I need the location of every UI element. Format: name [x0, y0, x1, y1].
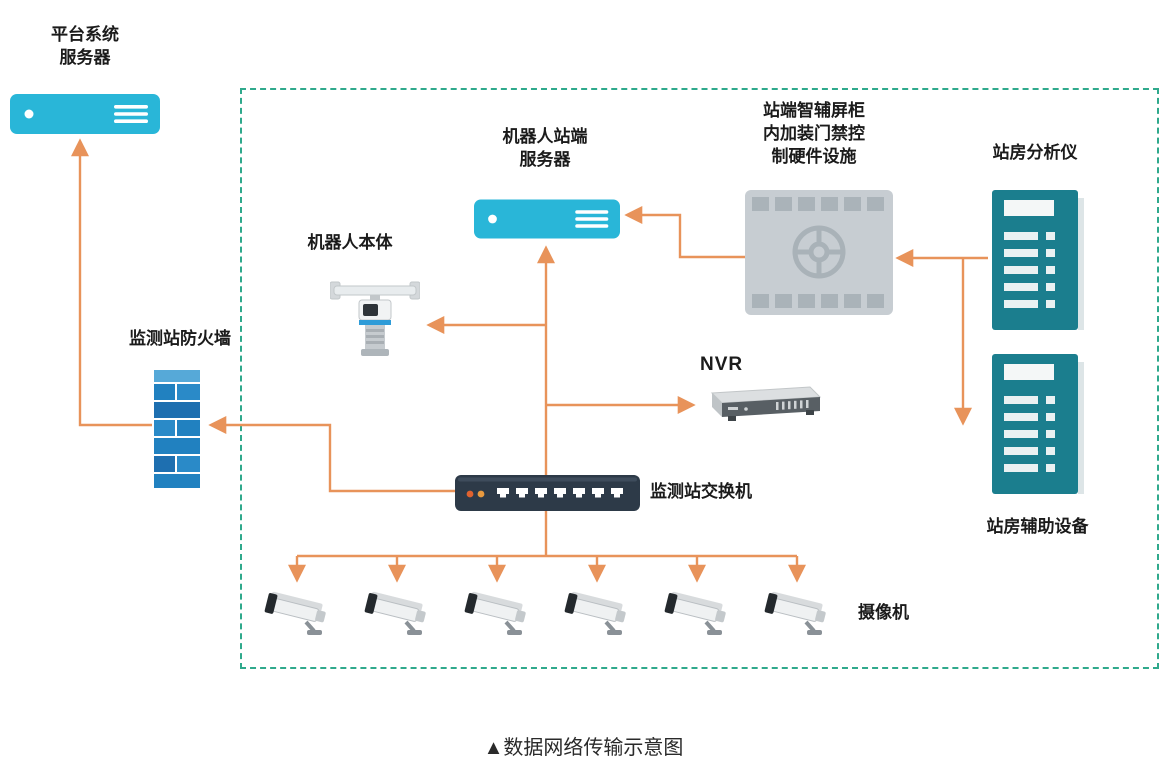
- auxiliary-label: 站房辅助设备: [986, 517, 1089, 536]
- firewall-node: [152, 368, 202, 490]
- switch-node: [455, 475, 640, 511]
- nvr-label: NVR: [700, 354, 744, 375]
- cabinet-label: 站端智辅屏柜 内加装门禁控 制硬件设施: [763, 101, 865, 166]
- camera-node: [362, 586, 432, 641]
- camera-icon: [662, 586, 732, 641]
- cabinet-panel-icon: [745, 190, 893, 315]
- firewall-brick-icon: [152, 368, 202, 490]
- camera-node: [562, 586, 632, 641]
- server-icon: [474, 198, 620, 240]
- camera-icon: [462, 586, 532, 641]
- camera-node: [662, 586, 732, 641]
- analyzer-label: 站房分析仪: [992, 143, 1078, 162]
- switch-label: 监测站交换机: [650, 482, 752, 501]
- nvr-node: [698, 383, 823, 428]
- auxiliary-node: [990, 352, 1085, 497]
- robot-server-label: 机器人站端 服务器: [502, 127, 588, 169]
- camera-icon: [762, 586, 832, 641]
- camera-icon: [262, 586, 332, 641]
- nvr-icon: [698, 383, 823, 428]
- station-boundary-box: [240, 88, 1159, 669]
- camera-icon: [362, 586, 432, 641]
- camera-icon: [562, 586, 632, 641]
- robot-body-label: 机器人本体: [307, 233, 393, 252]
- server-icon: [10, 94, 160, 134]
- platform-server-node: [10, 94, 160, 134]
- camera-node: [762, 586, 832, 641]
- analyzer-node: [990, 188, 1085, 333]
- equipment-rack-icon: [990, 352, 1085, 497]
- network-switch-icon: [455, 475, 640, 511]
- platform-server-label: 平台系统 服务器: [51, 25, 119, 67]
- camera-node: [462, 586, 532, 641]
- firewall-label: 监测站防火墙: [129, 329, 231, 348]
- camera-node: [262, 586, 332, 641]
- robot-body-node: [330, 266, 420, 366]
- cabinet-node: [745, 190, 893, 315]
- diagram-caption: ▲数据网络传输示意图: [483, 737, 684, 759]
- equipment-rack-icon: [990, 188, 1085, 333]
- robot-server-node: [474, 198, 620, 240]
- robot-icon: [330, 266, 420, 366]
- cameras-label: 摄像机: [858, 603, 909, 622]
